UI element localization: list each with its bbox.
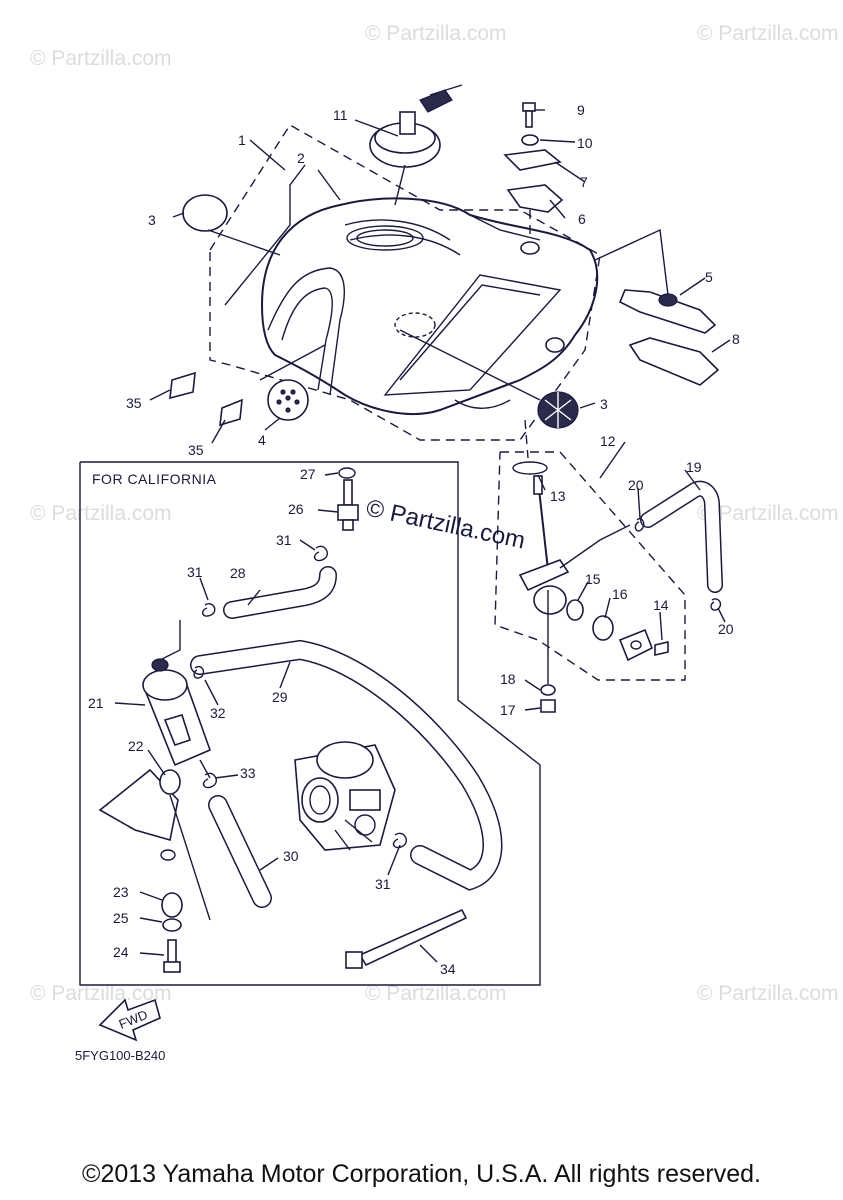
label-12: 12 xyxy=(600,433,616,449)
label-20b: 20 xyxy=(718,621,734,637)
pad-35b xyxy=(219,398,243,427)
label-31c: 31 xyxy=(375,876,391,892)
label-19: 19 xyxy=(686,459,702,475)
box-title: FOR CALIFORNIA xyxy=(92,471,217,487)
bracket xyxy=(98,768,179,842)
label-13: 13 xyxy=(550,488,566,504)
washer-10 xyxy=(521,134,539,146)
label-16: 16 xyxy=(612,586,628,602)
washer-18 xyxy=(540,684,556,696)
screw-17 xyxy=(540,699,556,713)
clip-33 xyxy=(202,772,217,789)
label-31a: 31 xyxy=(276,532,292,548)
label-31b: 31 xyxy=(187,564,203,580)
emblem-right xyxy=(537,391,579,429)
label-24: 24 xyxy=(113,944,129,960)
label-28: 28 xyxy=(230,565,246,581)
part-labels: 1 2 3 3 4 5 6 7 8 9 10 11 12 13 14 15 16… xyxy=(88,102,740,977)
tank-assembly-outline xyxy=(209,124,601,441)
plate-7 xyxy=(503,149,562,171)
carburetor xyxy=(294,741,396,851)
center-watermark: © Partzilla.com xyxy=(364,494,528,554)
label-20a: 20 xyxy=(628,477,644,493)
fitting-26 xyxy=(337,479,359,531)
plate-cover xyxy=(618,628,654,662)
copyright-notice: ©2013 Yamaha Motor Corporation, U.S.A. A… xyxy=(82,1160,761,1188)
grommet xyxy=(520,241,540,255)
watermark: © Partzilla.com xyxy=(30,47,172,70)
fuel-cock-outline xyxy=(494,451,686,681)
leader-lines xyxy=(114,109,731,963)
pad-35a xyxy=(169,371,196,400)
clip-20a xyxy=(634,518,645,532)
watermark: © Partzilla.com xyxy=(697,982,839,1005)
label-2: 2 xyxy=(297,150,305,166)
california-box xyxy=(79,461,541,986)
bolt-9 xyxy=(522,102,536,128)
label-35b: 35 xyxy=(188,442,204,458)
bracket-6 xyxy=(506,184,564,213)
vacuum-valve-21 xyxy=(142,658,212,779)
label-18: 18 xyxy=(500,671,516,687)
label-7: 7 xyxy=(580,174,588,190)
label-3b: 3 xyxy=(600,396,608,412)
clip-31c xyxy=(392,832,407,849)
o-ring-15 xyxy=(566,599,584,621)
label-25: 25 xyxy=(113,910,129,926)
label-22: 22 xyxy=(128,738,144,754)
label-5: 5 xyxy=(705,269,713,285)
emblem-left xyxy=(182,194,228,232)
label-11: 11 xyxy=(333,107,348,123)
label-8: 8 xyxy=(732,331,740,347)
o-ring-27 xyxy=(338,467,356,479)
clip-20b xyxy=(710,598,722,611)
pad-8 xyxy=(628,337,720,386)
label-6: 6 xyxy=(578,211,586,227)
label-33: 33 xyxy=(240,765,256,781)
seal-16 xyxy=(592,615,614,641)
label-3a: 3 xyxy=(148,212,156,228)
fwd-arrow: FWD xyxy=(98,998,161,1042)
watermark: © Partzilla.com xyxy=(365,982,507,1005)
label-15: 15 xyxy=(585,571,601,587)
washer-25 xyxy=(162,918,182,932)
label-29: 29 xyxy=(272,689,288,705)
label-34: 34 xyxy=(440,961,456,977)
label-26: 26 xyxy=(288,501,304,517)
gasket-13 xyxy=(512,461,548,475)
label-4: 4 xyxy=(258,432,266,448)
diagram-code: 5FYG100-B240 xyxy=(75,1048,165,1063)
label-27: 27 xyxy=(300,466,316,482)
clip-31b xyxy=(201,603,216,617)
fuel-tank xyxy=(260,197,599,416)
clip-31a xyxy=(313,545,328,562)
bolt-24 xyxy=(163,939,181,973)
fuel-cap xyxy=(369,84,463,206)
label-1: 1 xyxy=(238,132,246,148)
fuel-cock xyxy=(518,475,631,615)
label-23: 23 xyxy=(113,884,129,900)
label-21: 21 xyxy=(88,695,104,711)
watermark-layer: © Partzilla.com © Partzilla.com © Partzi… xyxy=(30,22,839,1005)
label-14: 14 xyxy=(653,597,669,613)
plate-5 xyxy=(618,289,717,334)
watermark: © Partzilla.com xyxy=(697,502,839,525)
watermark: © Partzilla.com xyxy=(30,982,172,1005)
label-35a: 35 xyxy=(126,395,142,411)
label-30: 30 xyxy=(283,848,299,864)
damper-22 xyxy=(159,769,181,795)
label-9: 9 xyxy=(577,102,585,118)
tie-strap-34 xyxy=(345,908,468,969)
label-17: 17 xyxy=(500,702,516,718)
watermark: © Partzilla.com xyxy=(30,502,172,525)
clip-32 xyxy=(193,665,205,679)
label-10: 10 xyxy=(577,135,593,151)
screw-14 xyxy=(654,640,669,657)
watermark: © Partzilla.com xyxy=(365,22,507,45)
label-32: 32 xyxy=(210,705,226,721)
watermark: © Partzilla.com xyxy=(697,22,839,45)
collar-23 xyxy=(161,892,183,918)
